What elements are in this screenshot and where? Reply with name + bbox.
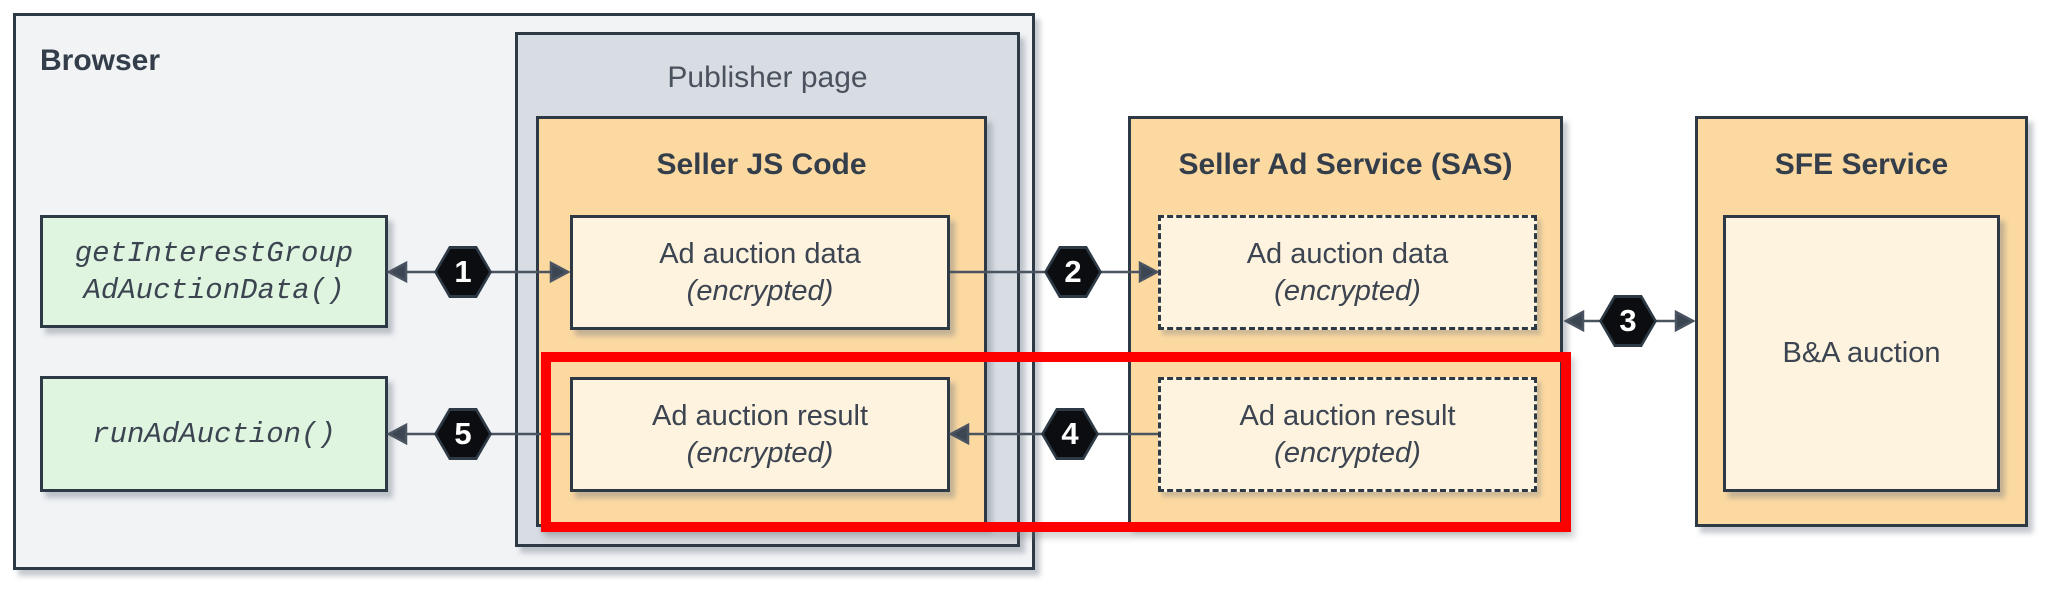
- js-ad-auction-data-box: Ad auction data (encrypted): [570, 215, 950, 330]
- arrow-step-1-right-head: [549, 260, 571, 284]
- sas-ad-auction-result-box: Ad auction result (encrypted): [1158, 377, 1537, 492]
- js-ad-auction-result-label: Ad auction result (encrypted): [573, 380, 947, 489]
- box-label-line2: (encrypted): [1274, 274, 1421, 307]
- api-label-line2: AdAuctionData(): [83, 273, 345, 307]
- browser-label: Browser: [40, 44, 161, 77]
- js-ad-auction-result-box: Ad auction result (encrypted): [570, 377, 950, 492]
- sas-ad-auction-data-box: Ad auction data (encrypted): [1158, 215, 1537, 330]
- box-label-line2: (encrypted): [1274, 436, 1421, 469]
- box-label-line1: Ad auction result: [1239, 399, 1456, 432]
- arrow-step-5-head: [386, 422, 408, 446]
- step-number: 3: [1619, 303, 1637, 338]
- api-label-line1: getInterestGroup: [74, 236, 354, 270]
- sas-ad-auction-data-label: Ad auction data (encrypted): [1161, 218, 1534, 327]
- box-label-line1: Ad auction data: [659, 237, 861, 270]
- highlight-red-frame: [541, 352, 1571, 532]
- js-ad-auction-data-label: Ad auction data (encrypted): [573, 218, 947, 327]
- box-label-line2: (encrypted): [686, 436, 834, 469]
- step-number: 4: [1061, 416, 1079, 451]
- arrow-step-1-left-head: [386, 260, 408, 284]
- publisher-page-label: Publisher page: [667, 61, 868, 94]
- get-interest-group-ad-auction-data-box: getInterestGroup AdAuctionData(): [40, 215, 388, 328]
- get-interest-group-label: getInterestGroup AdAuctionData(): [43, 218, 385, 325]
- sas-ad-auction-result-label: Ad auction result (encrypted): [1161, 380, 1534, 489]
- arrow-step-3-right-head: [1674, 309, 1696, 333]
- box-label-line1: Ad auction data: [1246, 237, 1449, 270]
- seller-js-code-title: Seller JS Code: [656, 148, 867, 181]
- arrow-step-3-left-head: [1563, 309, 1585, 333]
- arrow-step-2-head: [1138, 260, 1160, 284]
- step-number: 2: [1064, 254, 1082, 289]
- run-ad-auction-label: runAdAuction(): [92, 417, 336, 451]
- box-label-line1: Ad auction result: [651, 399, 868, 432]
- run-ad-auction-box: runAdAuction(): [40, 376, 388, 492]
- ba-auction-box: B&A auction: [1723, 215, 2000, 492]
- arrow-step-4-head: [948, 422, 970, 446]
- seller-ad-service-title: Seller Ad Service (SAS): [1178, 148, 1513, 181]
- sfe-service-title: SFE Service: [1774, 148, 1949, 181]
- ba-auction-label: B&A auction: [1782, 337, 1941, 369]
- step-number: 1: [454, 254, 472, 289]
- box-label-line2: (encrypted): [686, 274, 834, 307]
- step-number: 5: [454, 416, 472, 451]
